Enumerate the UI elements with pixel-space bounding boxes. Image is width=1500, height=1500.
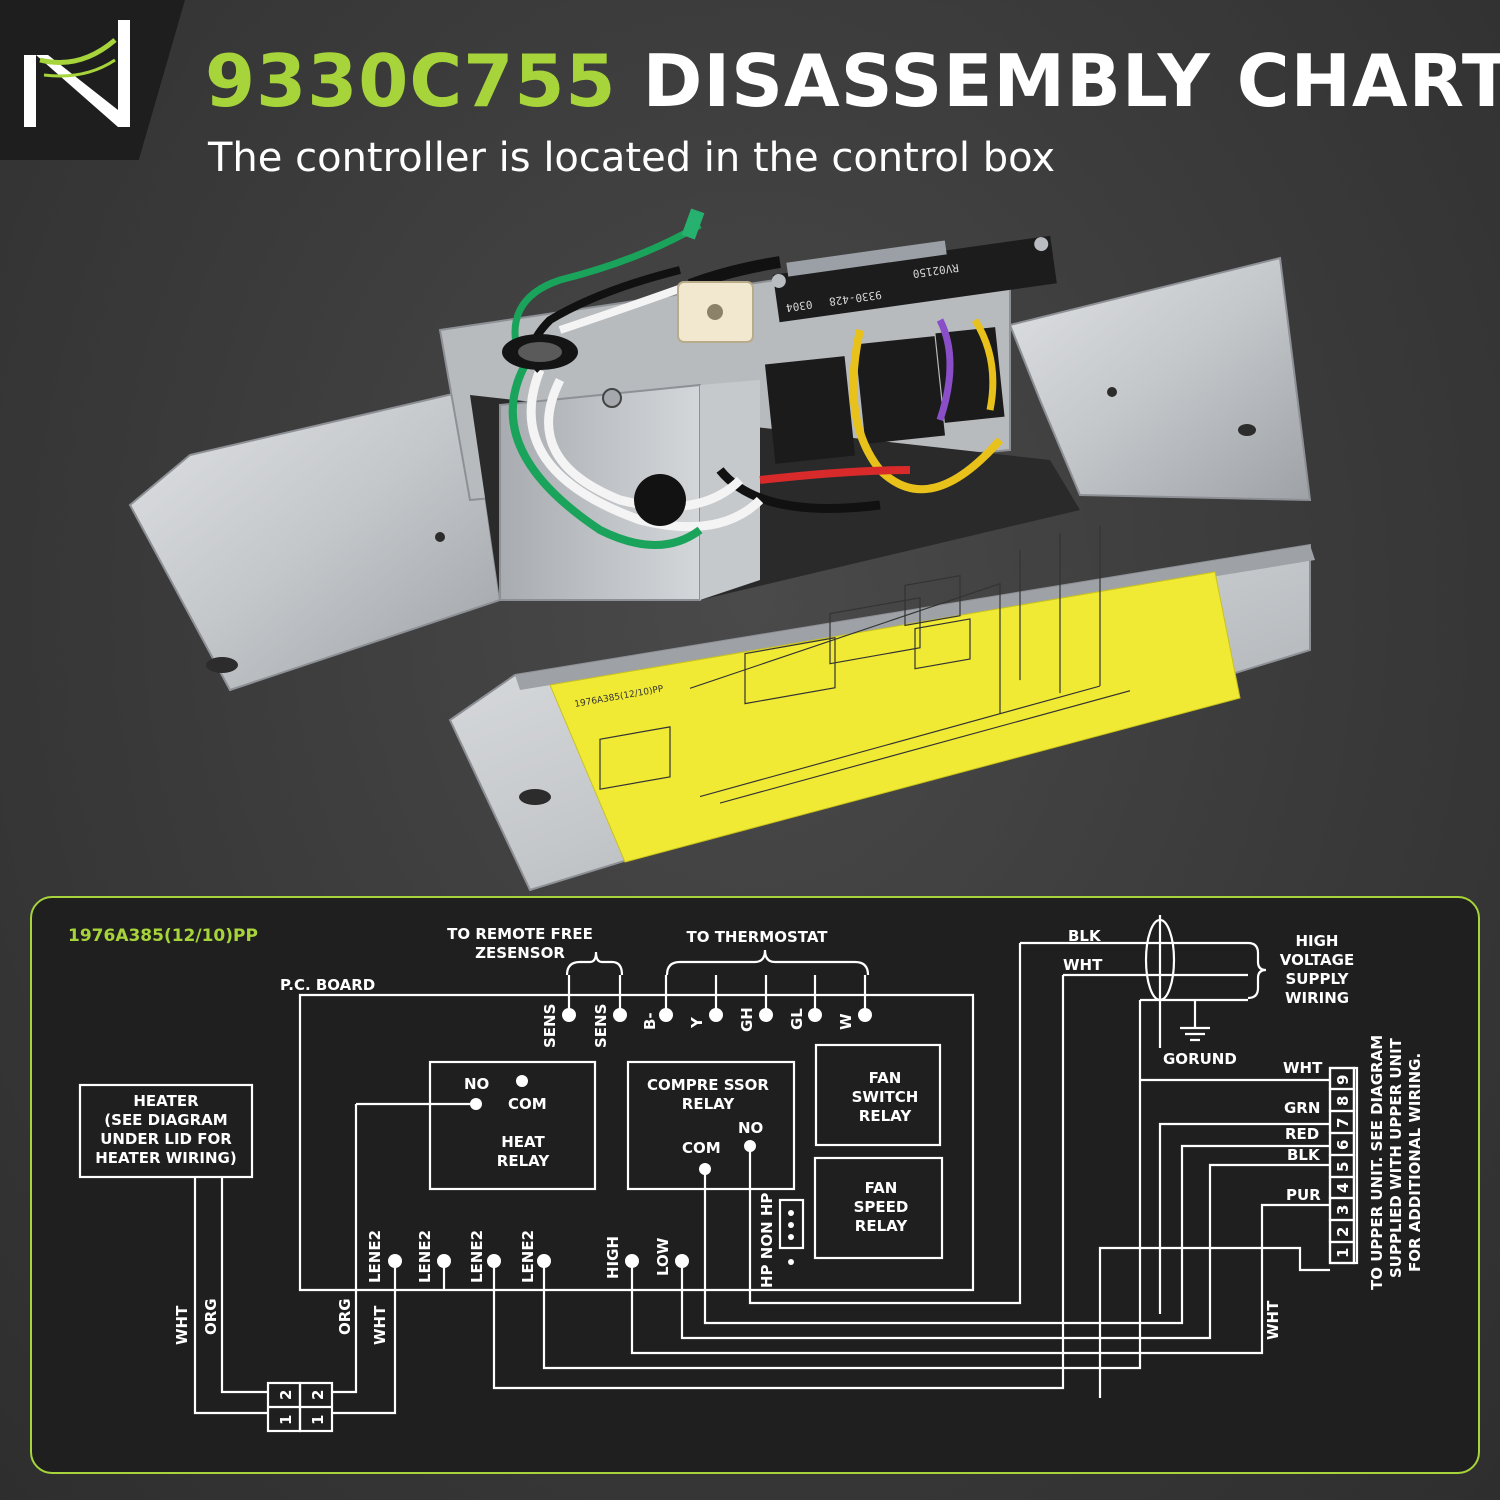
compressor-relay-com: COM xyxy=(682,1139,721,1157)
thermostat-label: TO THERMOSTAT xyxy=(686,928,828,946)
fan-speed-relay-box xyxy=(813,1156,944,1260)
wiring-sticker xyxy=(549,571,1241,863)
brand-logo-icon xyxy=(24,20,130,127)
heater-wire-org-left: ORG xyxy=(202,1298,220,1335)
terminal-sens-2: SENS xyxy=(592,1004,610,1048)
plug-pin-1: 1 xyxy=(1334,1248,1352,1258)
fan-switch-relay-box xyxy=(814,1043,942,1147)
connector-bottom-1: 1 xyxy=(277,1415,295,1425)
line-terminal-1: LENE2 xyxy=(366,1230,384,1283)
fan-switch-relay-1: FAN xyxy=(869,1069,902,1087)
heater-box xyxy=(78,1083,254,1179)
bottom-wht-label: WHT xyxy=(1264,1300,1282,1340)
right-mounting-flange xyxy=(1008,256,1312,502)
compressor-relay-name-2: RELAY xyxy=(682,1095,736,1113)
plug-pin-6: 6 xyxy=(1334,1140,1352,1150)
speed-terminal-low: LOW xyxy=(654,1237,672,1276)
brand-logo-block xyxy=(0,0,185,160)
model-code: 9330C755 xyxy=(205,39,617,123)
fan-switch-relay-2: SWITCH xyxy=(852,1088,919,1106)
line-terminal-3: LENE2 xyxy=(468,1230,486,1283)
title-text: DISASSEMBLY CHART xyxy=(642,39,1500,123)
plug-wire-grn: GRN xyxy=(1284,1099,1320,1117)
diagram-part-code: 1976A385(12/10)PP xyxy=(68,926,258,946)
plug-pin-5: 5 xyxy=(1334,1162,1352,1172)
page-title: 9330C755 DISASSEMBLY CHART xyxy=(205,45,1500,117)
wiring-diagram-panel xyxy=(30,896,1480,1474)
terminal-gl: GL xyxy=(788,1008,806,1030)
strip-label-1: RV02150 xyxy=(912,261,960,280)
plug-wire-blk: BLK xyxy=(1287,1146,1321,1164)
high-voltage-3: SUPPLY xyxy=(1285,970,1349,988)
plug-pin-4: 4 xyxy=(1334,1183,1352,1193)
fan-speed-relay-2: SPEED xyxy=(854,1198,909,1216)
upper-unit-plug xyxy=(1328,1066,1359,1265)
supply-wire-wht: WHT xyxy=(1063,956,1103,974)
terminal-w: W xyxy=(837,1013,855,1030)
plug-wire-wht: WHT xyxy=(1283,1059,1323,1077)
connector-top-1: 2 xyxy=(277,1390,295,1400)
fan-speed-relay-1: FAN xyxy=(865,1179,898,1197)
pc-board-label: P.C. BOARD xyxy=(280,976,375,994)
high-voltage-2: VOLTAGE xyxy=(1280,951,1354,969)
connector-top-2: 2 xyxy=(309,1390,327,1400)
high-voltage-1: HIGH xyxy=(1295,932,1338,950)
heat-relay-name-2: RELAY xyxy=(497,1152,551,1170)
upper-unit-note-2: SUPPLIED WITH UPPER UNIT xyxy=(1387,1037,1405,1278)
heater-label-4: HEATER WIRING) xyxy=(95,1149,236,1167)
ground-label: GORUND xyxy=(1163,1050,1237,1068)
fan-switch-relay-3: RELAY xyxy=(859,1107,913,1125)
plug-wire-red: RED xyxy=(1285,1125,1319,1143)
plug-pin-7: 7 xyxy=(1334,1118,1352,1128)
plug-pin-3: 3 xyxy=(1334,1205,1352,1215)
plug-pin-8: 8 xyxy=(1334,1096,1352,1106)
remote-sensor-label-2: ZESENSOR xyxy=(475,944,565,962)
fan-speed-relay-3: RELAY xyxy=(855,1217,909,1235)
plug-wire-pur: PUR xyxy=(1286,1186,1321,1204)
plug-pin-9: 9 xyxy=(1334,1075,1352,1085)
terminal-gh: GH xyxy=(738,1007,756,1032)
heat-relay-com: COM xyxy=(508,1095,547,1113)
strip-label-3: 0304 xyxy=(785,298,813,315)
page-subtitle: The controller is located in the control… xyxy=(208,135,1056,181)
heater-label-2: (SEE DIAGRAM xyxy=(104,1111,227,1129)
speed-terminal-high: HIGH xyxy=(604,1236,622,1279)
terminal-b-minus: B- xyxy=(641,1012,659,1030)
heat-relay-no: NO xyxy=(464,1075,489,1093)
line-terminal-4: LENE2 xyxy=(519,1230,537,1283)
compressor-relay-name-1: COMPRE SSOR xyxy=(647,1076,769,1094)
supply-wire-blk: BLK xyxy=(1068,927,1102,945)
control-box-photo: RV02150 9330-428 0304 1976A385(12/10)PP xyxy=(128,208,1315,892)
heater-label-3: UNDER LID FOR xyxy=(100,1130,232,1148)
line-terminal-2: LENE2 xyxy=(416,1230,434,1283)
upper-unit-note-1: TO UPPER UNIT. SEE DIAGRAM xyxy=(1368,1035,1386,1290)
hp-jumper-label: HP NON HP xyxy=(758,1193,776,1288)
heater-wire-wht-right: WHT xyxy=(371,1305,389,1345)
hp-jumper xyxy=(778,1198,805,1250)
heater-wire-org-right: ORG xyxy=(336,1298,354,1335)
compressor-relay-box xyxy=(626,1060,796,1191)
heat-relay-box xyxy=(428,1060,597,1191)
compressor-relay-no: NO xyxy=(738,1119,763,1137)
left-mounting-flange xyxy=(128,388,502,692)
connector-bottom-2: 1 xyxy=(309,1415,327,1425)
upper-unit-note-3: FOR ADDITIONAL WIRING. xyxy=(1406,1053,1424,1272)
high-voltage-4: WIRING xyxy=(1285,989,1349,1007)
terminal-sens-1: SENS xyxy=(541,1004,559,1048)
remote-sensor-label-1: TO REMOTE FREE xyxy=(447,925,593,943)
terminal-strip: RV02150 9330-428 0304 xyxy=(771,235,1057,323)
heat-relay-name-1: HEAT xyxy=(501,1133,545,1151)
terminal-y: Y xyxy=(688,1016,706,1029)
heater-label-1: HEATER xyxy=(133,1092,199,1110)
heater-wire-wht-left: WHT xyxy=(173,1305,191,1345)
plug-pin-2: 2 xyxy=(1334,1227,1352,1237)
